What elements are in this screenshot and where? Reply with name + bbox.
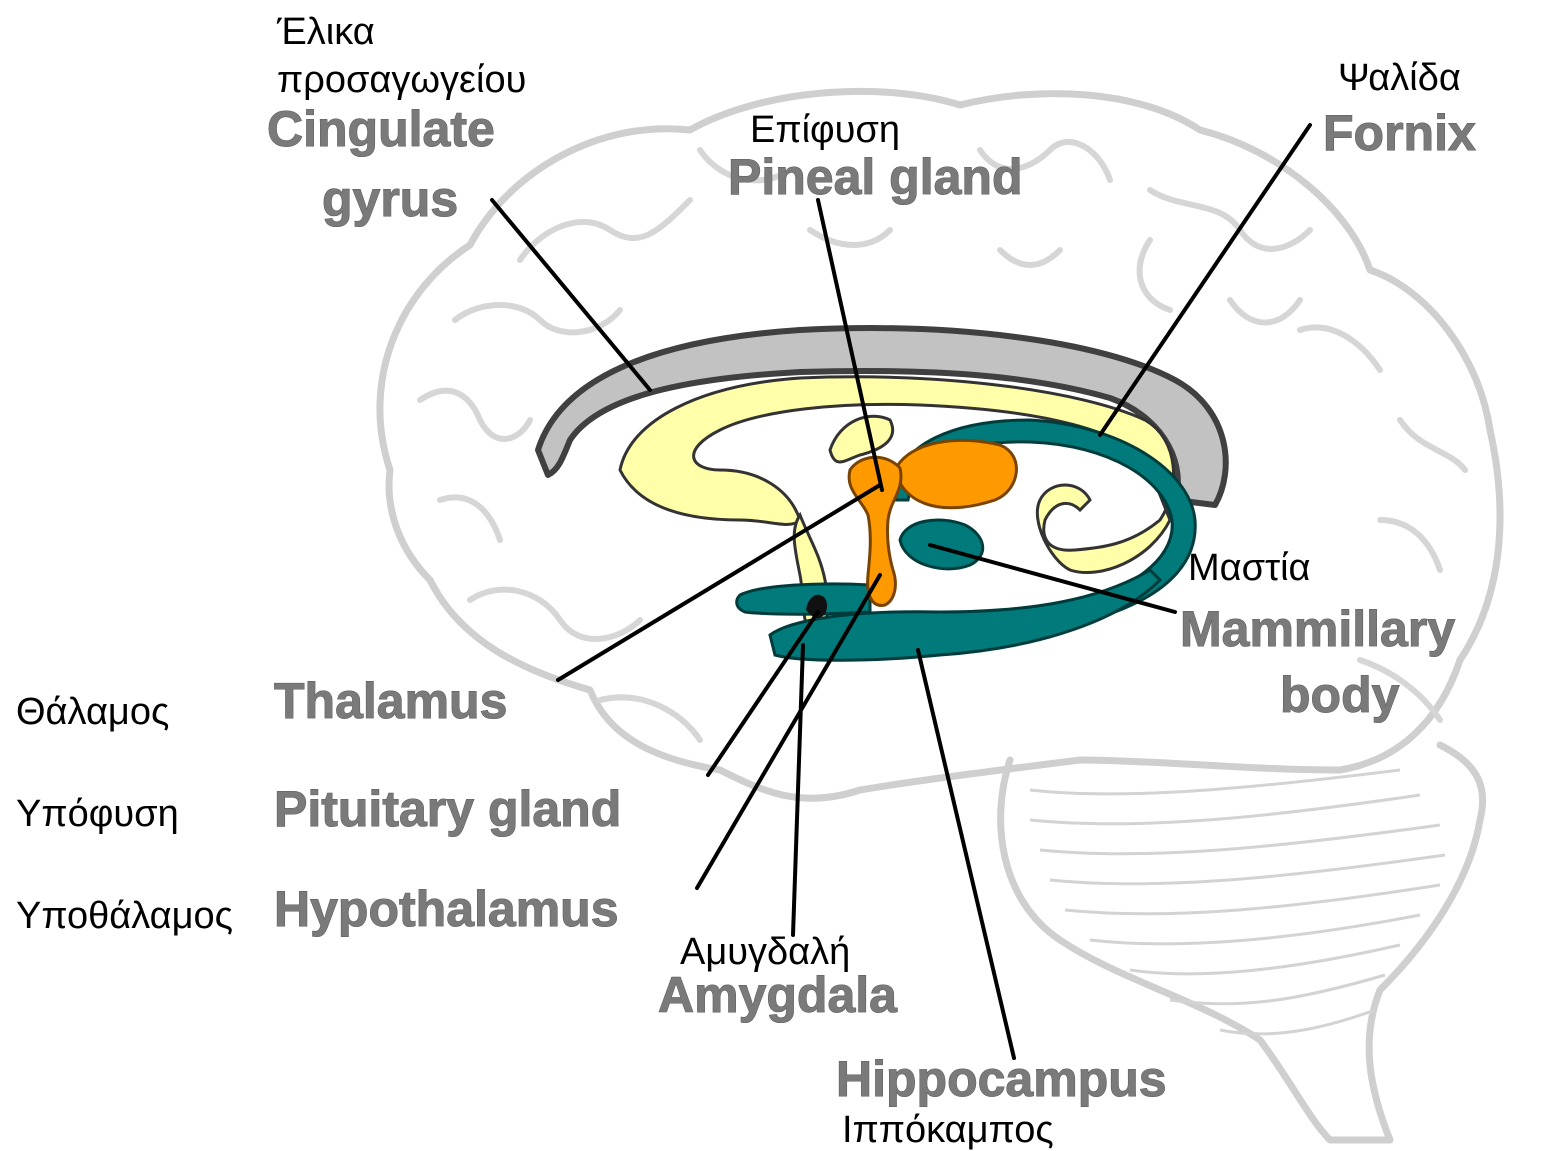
amygdala-shape: [737, 584, 870, 614]
label-hypothalamus-gr: Υποθάλαμος: [16, 895, 233, 937]
leader-hippocampus: [918, 650, 1014, 1058]
label-mammillary-en-1: Mammillary: [1180, 601, 1455, 657]
label-cingulate-en-2: gyrus: [322, 171, 458, 227]
label-fornix-gr: Ψαλίδα: [1338, 57, 1461, 99]
label-cingulate-en-1: Cingulate: [267, 101, 495, 157]
mammillary-body-shape: [900, 520, 983, 569]
label-mammillary-en-2: body: [1280, 667, 1400, 723]
label-fornix-en: Fornix: [1323, 105, 1476, 161]
label-cingulate-gr-1: Έλικα: [276, 11, 375, 53]
label-thalamus-gr: Θάλαμος: [16, 691, 169, 733]
leader-amygdala: [793, 645, 803, 935]
label-amygdala-en: Amygdala: [658, 967, 898, 1023]
label-pituitary-gr: Υπόφυση: [16, 793, 179, 835]
label-hippocampus-en: Hippocampus: [836, 1051, 1167, 1107]
label-hippocampus-gr: Ιππόκαμπος: [842, 1109, 1054, 1151]
thalamus-shape: [895, 440, 1016, 507]
leader-fornix: [1100, 125, 1310, 435]
label-mammillary-gr: Μαστία: [1188, 547, 1311, 589]
pale-yellow-lobe: [830, 416, 893, 462]
leader-hypothalamus: [697, 575, 880, 888]
label-thalamus-en: Thalamus: [274, 673, 507, 729]
label-cingulate-gr-2: προσαγωγείου: [277, 59, 526, 101]
label-hypothalamus-en: Hypothalamus: [274, 881, 619, 937]
label-pineal-gr: Επίφυση: [750, 109, 900, 151]
label-pituitary-en: Pituitary gland: [274, 781, 621, 837]
label-amygdala-gr: Αμυγδαλή: [680, 931, 850, 973]
leader-cingulate: [492, 200, 650, 390]
label-pineal-en: Pineal gland: [728, 149, 1023, 205]
